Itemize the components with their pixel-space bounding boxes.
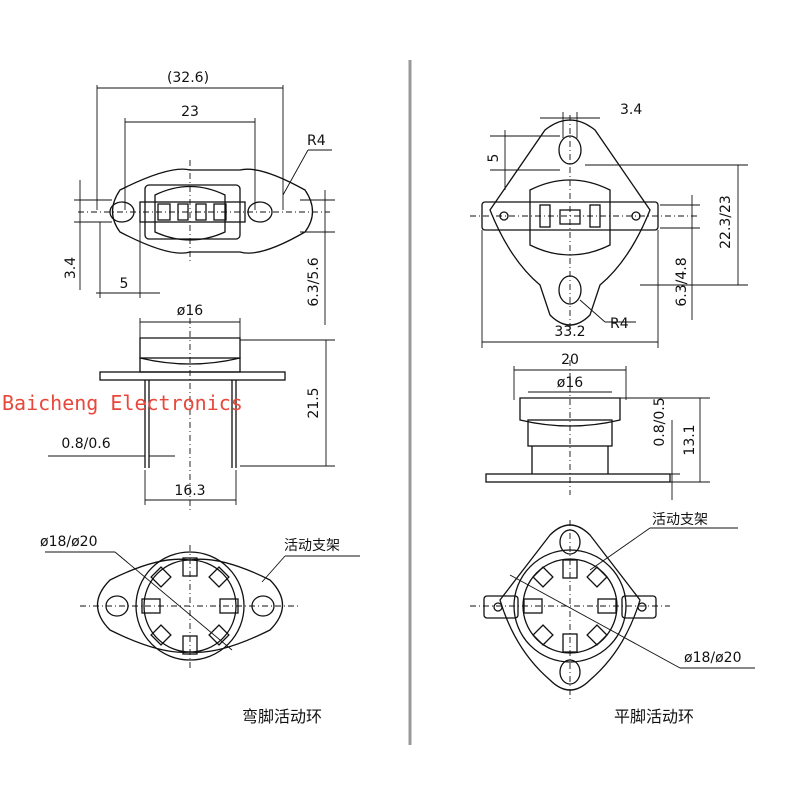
left-bottom-view xyxy=(45,545,360,670)
dim-overall-width-right: 33.2 xyxy=(554,324,585,340)
dim-hole-width-right: 3.4 xyxy=(620,102,642,118)
dim-height-lower-right: 6.3/4.8 xyxy=(674,257,690,306)
body-cup xyxy=(154,185,226,241)
right-top-view xyxy=(470,112,748,348)
dim-radius: R4 xyxy=(307,133,326,149)
bracket-label-left: 活动支架 xyxy=(284,538,340,554)
flat-bottom-flange xyxy=(499,524,641,691)
dim-radius-right: R4 xyxy=(610,316,629,332)
left-top-view xyxy=(74,85,335,325)
dim-height-total-right: 22.3/23 xyxy=(718,195,734,249)
caption-right: 平脚活动环 xyxy=(614,707,694,726)
flange-outline xyxy=(111,168,314,254)
dim-total-height-right: 13.1 xyxy=(682,424,698,455)
dim-ear-height: 3.4 xyxy=(63,257,79,279)
dim-thickness-right: 0.8/0.5 xyxy=(652,397,668,446)
watermark-text: Baicheng Electronics xyxy=(2,391,243,415)
dim-bottom-diameter: ø18/ø20 xyxy=(40,534,97,550)
dim-height-right: 6.3/5.6 xyxy=(306,257,322,306)
bracket-label-right: 活动支架 xyxy=(652,512,708,528)
flat-body xyxy=(529,179,611,256)
terminal-bar xyxy=(139,201,246,223)
dim-center-width: 23 xyxy=(181,104,199,120)
left-side-view xyxy=(48,305,335,510)
dim-leg-spacing: 16.3 xyxy=(174,483,205,499)
flat-flange-outline xyxy=(489,119,651,326)
dim-overall-width: (32.6) xyxy=(167,70,209,86)
dim-total-height: 21.5 xyxy=(306,387,322,418)
flat-side-flange xyxy=(485,473,671,483)
dim-side-diameter-right: ø16 xyxy=(557,375,583,391)
dim-outer-width-right: 20 xyxy=(561,352,579,368)
dim-thickness: 0.8/0.6 xyxy=(61,436,110,452)
caption-left: 弯脚活动环 xyxy=(242,707,322,726)
right-bottom-view xyxy=(470,520,755,700)
dim-side-diameter: ø16 xyxy=(177,303,203,319)
dim-hole-offset: 5 xyxy=(120,276,129,292)
right-side-view xyxy=(485,360,710,500)
dim-hole-offset-right: 5 xyxy=(486,154,502,163)
side-flange xyxy=(99,371,286,381)
dim-bottom-diameter-right: ø18/ø20 xyxy=(684,650,741,666)
